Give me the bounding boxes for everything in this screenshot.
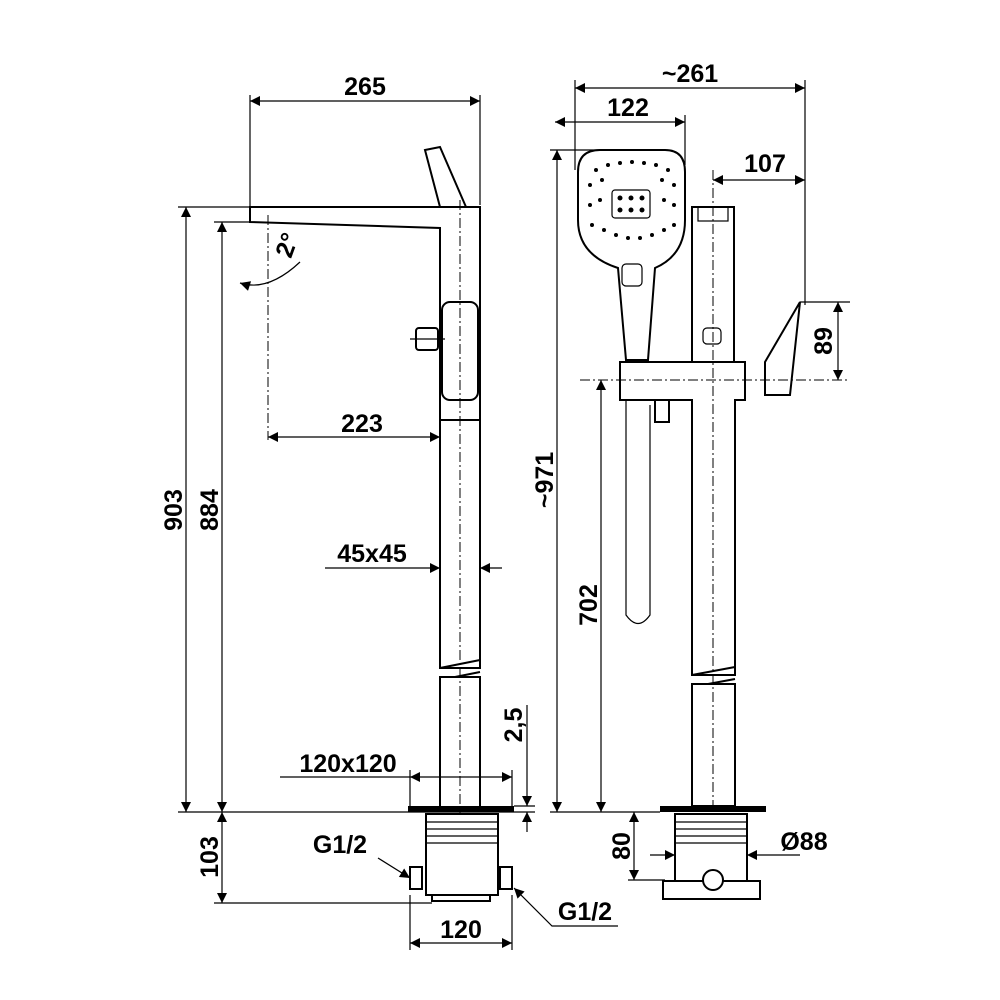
dim-spout-reach: 223 [341,410,383,438]
dim-lever-height: 89 [810,327,838,355]
dim-box-diameter: Ø88 [780,828,827,856]
dim-lever-offset: 107 [744,150,786,178]
dim-plate-size: 120x120 [299,750,396,778]
dim-box-depth: 103 [196,836,224,878]
base-box-left [408,806,514,902]
spray-nozzles-icon [588,160,676,240]
dim-spout-height: 884 [196,489,224,531]
dimensions-left: 265 223 2° 903 884 45x45 120x120 2,5 103… [160,73,618,950]
dim-width: 265 [344,73,386,101]
faucet-left-side [239,145,481,900]
dim-total-height-right: ~971 [531,452,559,508]
dim-plate-thickness: 2,5 [500,708,528,743]
label-inlet-left: G1/2 [313,831,367,859]
left-view: 265 223 2° 903 884 45x45 120x120 2,5 103… [160,73,618,950]
dimensions-right: ~261 122 107 89 ~971 702 80 Ø88 [531,60,850,881]
base-box-right [660,806,766,900]
handshower [577,149,686,361]
dim-total-height: 903 [160,489,188,531]
label-inlet-right: G1/2 [558,898,612,926]
dim-column-section: 45x45 [337,540,407,568]
dim-body-height: 702 [575,584,603,626]
dim-tilt: 2° [270,229,304,261]
dim-handshower-width: 122 [607,94,649,122]
faucet-front [580,170,850,900]
dim-box-height: 80 [608,832,636,860]
dim-box-width: 120 [440,916,482,944]
dim-overall-depth: ~261 [662,60,718,88]
right-view: ~261 122 107 89 ~971 702 80 Ø88 [531,60,850,900]
